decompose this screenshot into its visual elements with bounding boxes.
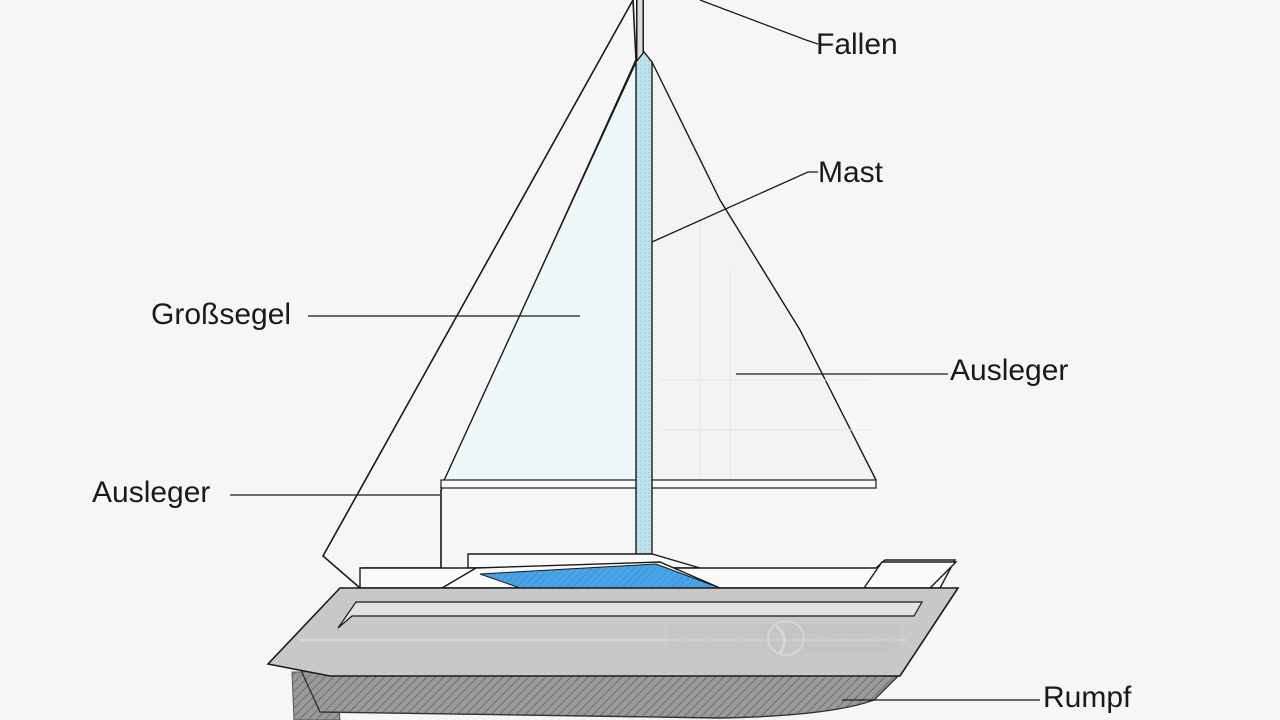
mast bbox=[635, 50, 653, 561]
label-rumpf: Rumpf bbox=[1043, 681, 1132, 714]
leader-mast bbox=[651, 171, 818, 243]
sail-grid bbox=[660, 220, 870, 480]
label-fallen: Fallen bbox=[816, 28, 898, 61]
forestay-line bbox=[651, 61, 877, 481]
label-grosssegel: Großsegel bbox=[151, 298, 292, 331]
mainsail bbox=[439, 59, 638, 488]
label-ausleger-left: Ausleger bbox=[92, 476, 211, 509]
watermark-left: CROATIA bbox=[668, 630, 749, 645]
watermark-logo bbox=[668, 620, 900, 656]
leader-lines bbox=[230, 0, 1040, 701]
genoa-sail bbox=[652, 60, 876, 480]
label-ausleger-right: Ausleger bbox=[950, 354, 1069, 387]
label-mast: Mast bbox=[818, 156, 884, 189]
boom bbox=[440, 479, 877, 489]
leader-fallen bbox=[699, 0, 819, 45]
watermark-text: CROATIA YACHTING bbox=[668, 624, 900, 652]
hull-stripe bbox=[337, 601, 924, 629]
watermark-right: YACHTING bbox=[806, 630, 900, 645]
